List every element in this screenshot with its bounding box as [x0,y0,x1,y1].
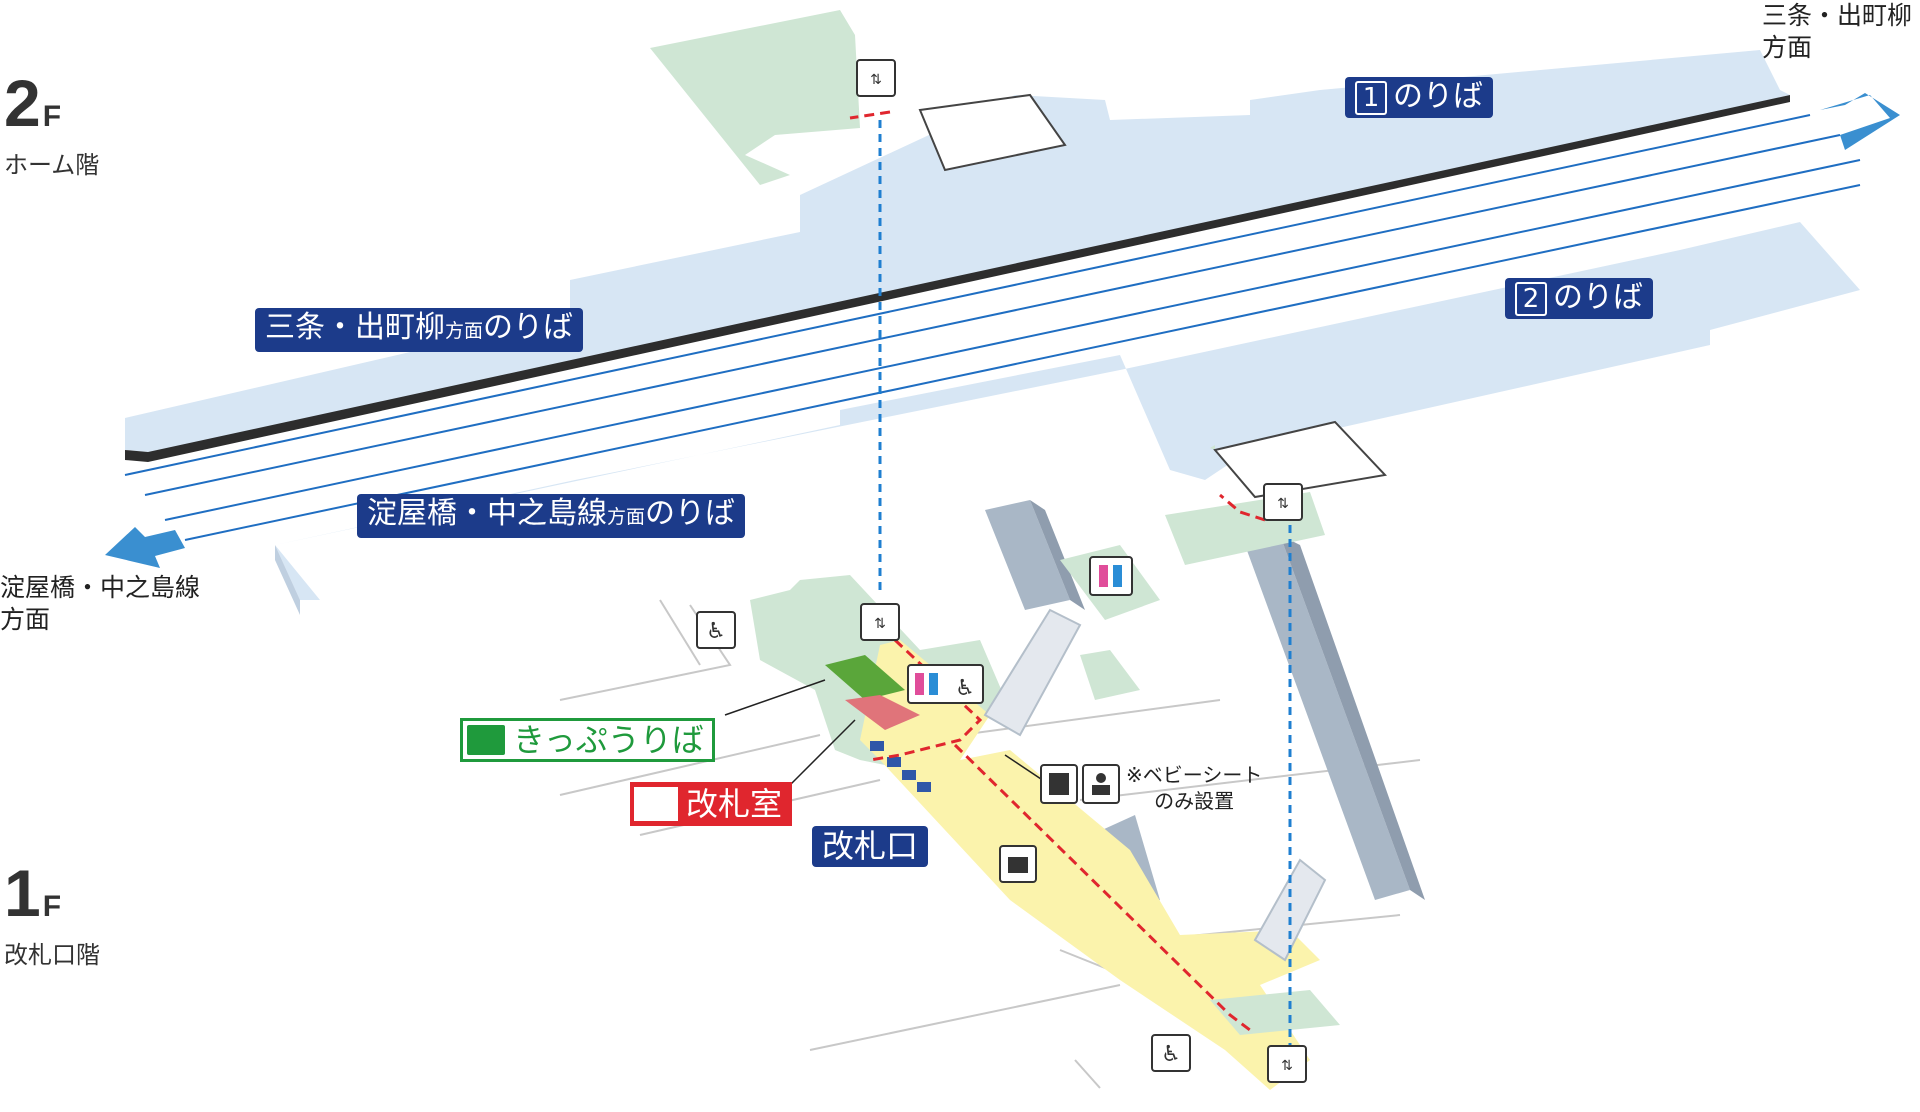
floor-1f-digit: 1 [4,856,41,930]
floor-1f-name: 改札口階 [4,941,100,969]
elevator-links [878,120,1292,1045]
support-columns [985,500,1425,925]
elevator-icon: ⇅ [856,59,896,97]
floor-2f-suffix: F [42,100,62,133]
ticket-area-text: きっぷうりば [513,721,704,759]
wheelchair-slope-icon: ♿ [696,611,736,649]
tracks [124,114,1861,541]
yodoyabashi-tail-text: のりば [645,496,736,531]
platform-2-text: のりば [1553,280,1643,315]
arrow-southwest [105,527,185,568]
floor-2f-digit: 2 [4,66,41,140]
ticket-gate-text: 改札口 [822,827,919,865]
svg-text:⇅: ⇅ [1281,1058,1293,1074]
floor-1f-number: 1F [4,860,61,940]
yodoyabashi-main-text: 淀屋橋・中之島線 [367,496,607,531]
baby-seat-note-line2: のみ設置 [1154,789,1235,813]
ticket-machine-icon [467,725,505,755]
station-office-block [845,695,920,730]
multipurpose-restroom-icon: ♿ [907,664,984,704]
direction-southwest-line2: 方面 [0,605,51,634]
svg-text:⇅: ⇅ [874,616,886,632]
sanjo-tail-text: のりば [483,310,574,345]
restroom-icon [1089,556,1133,596]
platform-1-text: のりば [1393,79,1483,114]
arrow-northeast [1820,93,1900,150]
floor-1f-suffix: F [42,890,62,923]
accessible-route [849,110,1266,1032]
floor-2f-number: 2F [4,70,61,150]
ticket-area-block [825,655,905,700]
direction-northeast: 三条・出町柳 方面 [1762,0,1912,64]
elevator-icon: ⇅ [1267,1045,1307,1083]
station-office-text: 改札室 [686,785,783,823]
gate-machines [870,741,931,792]
baby-seat-icon [1040,764,1078,804]
yodoyabashi-small-text: 方面 [607,506,646,528]
svg-text:♿: ♿ [706,619,726,644]
platform-1-number: 1 [1355,81,1387,115]
baby-seat-note-line1: ※ベビーシート [1126,763,1263,787]
svg-text:⇅: ⇅ [870,72,882,88]
ticket-gate-label: 改札口 [812,826,929,867]
platform-2-number: 2 [1515,282,1547,316]
yodoyabashi-bound-platform-label: 淀屋橋・中之島線方面のりば [357,494,746,538]
baby-seat-note: ※ベビーシート のみ設置 [1126,762,1262,814]
svg-text:♿: ♿ [1161,1042,1181,1067]
elevator-icon: ⇅ [1263,483,1303,521]
baby-seat-icon [1082,764,1120,804]
station-office-label: 改札室 [630,782,793,826]
direction-northeast-line2: 方面 [1762,33,1813,62]
wheelchair-slope-icon: ♿ [1151,1034,1191,1072]
concourse [750,545,1340,1090]
ticket-area-label: きっぷうりば [460,718,715,762]
direction-northeast-line1: 三条・出町柳 [1762,1,1913,30]
sanjo-bound-platform-label: 三条・出町柳方面のりば [255,308,584,352]
station-staff-icon [634,787,678,821]
elevator-icon: ⇅ [860,603,900,641]
floor-2f-name: ホーム階 [4,151,100,179]
direction-southwest-line1: 淀屋橋・中之島線 [0,573,201,602]
coin-locker-icon [999,845,1037,883]
direction-southwest: 淀屋橋・中之島線 方面 [0,572,200,636]
svg-text:⇅: ⇅ [1277,496,1289,512]
svg-text:♿: ♿ [955,676,975,701]
sanjo-main-text: 三条・出町柳 [265,310,445,345]
sanjo-small-text: 方面 [445,320,484,342]
